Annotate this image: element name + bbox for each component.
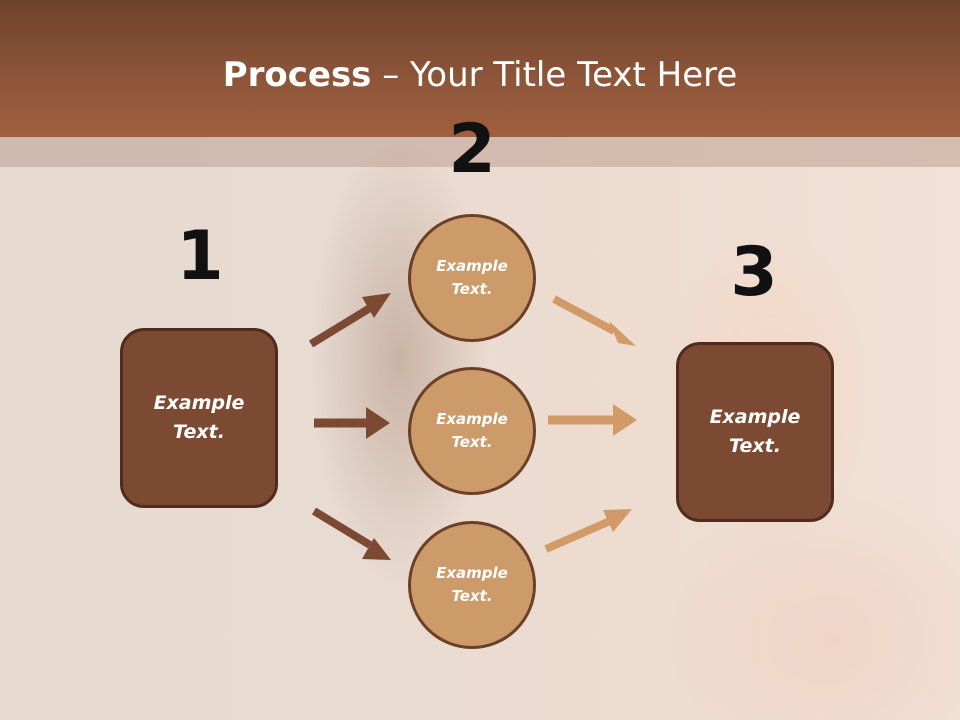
circle-middle-line2: Text.: [451, 433, 493, 451]
step-number-1: 1: [176, 217, 224, 296]
circle-middle-line1: Example: [436, 410, 508, 428]
arrow-top-to-3: [552, 295, 636, 346]
step-3-box: Example Text.: [676, 342, 834, 522]
title-rest: – Your Title Text Here: [371, 55, 738, 95]
step-number-3: 3: [730, 233, 778, 312]
circle-top-line1: Example: [436, 257, 508, 275]
header-band: [0, 137, 960, 167]
circle-top-line2: Text.: [451, 280, 493, 298]
step-1-line2: Text.: [173, 421, 225, 443]
slide-title: Process – Your Title Text Here: [0, 52, 960, 98]
arrow-bottom-to-3: [544, 509, 632, 553]
title-bold: Process: [222, 55, 372, 95]
step-1-box: Example Text.: [120, 328, 278, 508]
circle-bottom-line2: Text.: [451, 587, 493, 605]
arrow-middle-to-3: [548, 404, 637, 436]
arrow-1-to-bottom: [311, 507, 391, 560]
step-2-circle-middle: Example Text.: [408, 367, 536, 495]
step-1-line1: Example: [153, 392, 245, 414]
arrow-1-to-top: [308, 293, 391, 348]
step-3-line2: Text.: [729, 435, 781, 457]
step-3-line1: Example: [709, 406, 801, 428]
circle-bottom-line1: Example: [436, 564, 508, 582]
arrow-1-to-middle: [314, 407, 390, 439]
step-2-circle-bottom: Example Text.: [408, 521, 536, 649]
title-bar: [0, 0, 960, 137]
step-2-circle-top: Example Text.: [408, 214, 536, 342]
step-number-2: 2: [448, 110, 496, 189]
